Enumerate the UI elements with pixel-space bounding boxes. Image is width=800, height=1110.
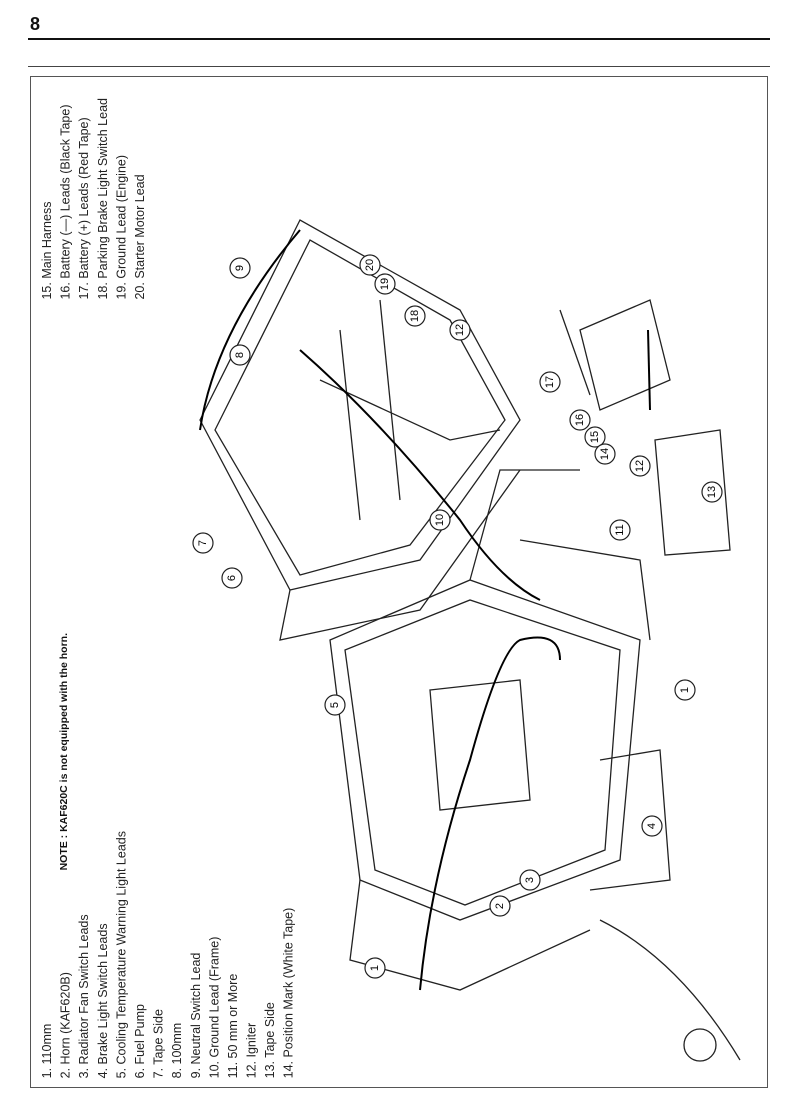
callout-label: 17	[544, 376, 556, 388]
callout-label: 3	[524, 877, 536, 883]
callout-label: 15	[589, 431, 601, 443]
callout-9: 9	[229, 257, 251, 279]
figure-frame	[30, 76, 768, 1088]
callout-7: 7	[192, 532, 214, 554]
callout-label: 4	[646, 823, 658, 829]
callout-label: 9	[234, 265, 246, 271]
callout-5: 5	[324, 694, 346, 716]
callout-11: 11	[609, 519, 631, 541]
harness-wires	[199, 229, 651, 991]
callout-label: 12	[634, 460, 646, 472]
callout-label: 13	[706, 486, 718, 498]
callout-label: 1	[369, 965, 381, 971]
callout-label: 14	[599, 448, 611, 460]
callout-10: 10	[429, 509, 451, 531]
callout-19: 19	[374, 273, 396, 295]
callout-label: 19	[379, 278, 391, 290]
callout-16: 16	[569, 409, 591, 431]
callout-1: 1	[674, 679, 696, 701]
callout-12: 12	[629, 455, 651, 477]
callout-8: 8	[229, 344, 251, 366]
callout-17: 17	[539, 371, 561, 393]
callout-label: 18	[409, 310, 421, 322]
callout-14: 14	[594, 443, 616, 465]
callout-13: 13	[701, 481, 723, 503]
callout-label: 20	[364, 259, 376, 271]
header-rule	[28, 38, 770, 40]
callout-6: 6	[221, 567, 243, 589]
callout-label: 1	[679, 687, 691, 693]
callout-label: 16	[574, 414, 586, 426]
frame-drawing	[199, 219, 741, 1062]
callout-label: 6	[226, 575, 238, 581]
callout-18: 18	[404, 305, 426, 327]
header-rule-thin	[28, 66, 770, 67]
callout-label: 8	[234, 352, 246, 358]
page-number: 8	[30, 14, 41, 34]
callout-label: 12	[454, 324, 466, 336]
callout-label: 7	[197, 540, 209, 546]
callout-label: 11	[614, 524, 626, 535]
callout-20: 20	[359, 254, 381, 276]
callout-1: 1	[364, 957, 386, 979]
callout-3: 3	[519, 869, 541, 891]
callout-label: 10	[434, 514, 446, 526]
callout-4: 4	[641, 815, 663, 837]
callout-label: 5	[329, 702, 341, 708]
callout-15: 15	[584, 426, 606, 448]
callout-label: 2	[494, 903, 506, 909]
callout-2: 2	[489, 895, 511, 917]
callout-12: 12	[449, 319, 471, 341]
